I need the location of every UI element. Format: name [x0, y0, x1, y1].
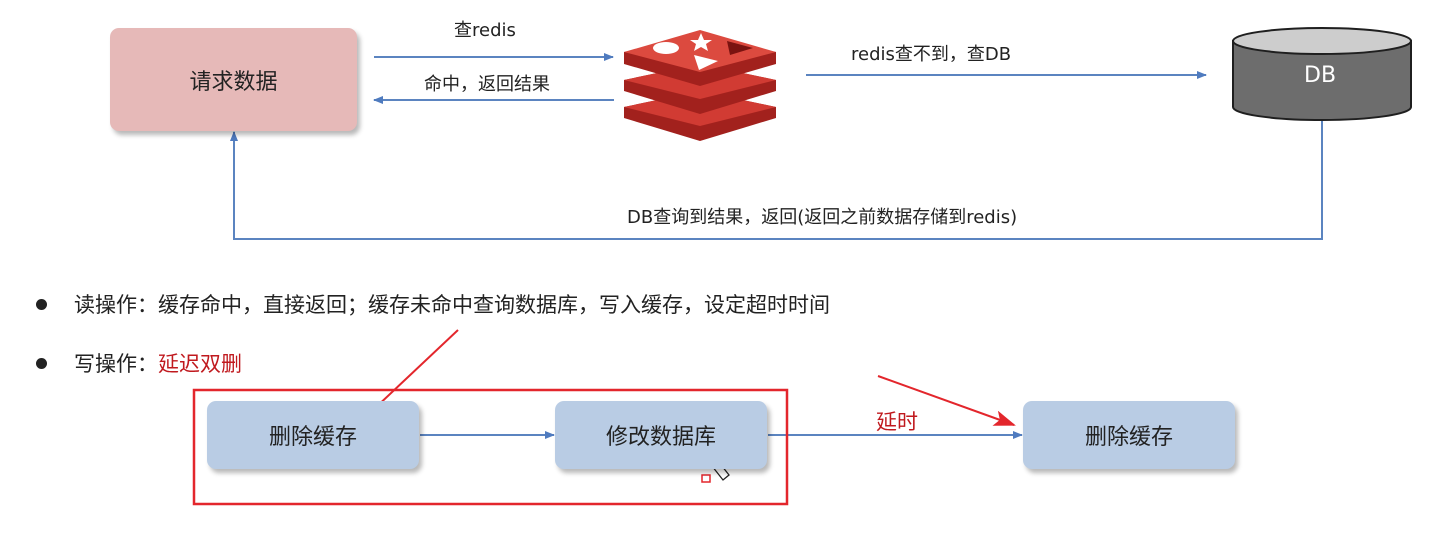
delete-cache-step-2: 删除缓存: [1023, 401, 1235, 469]
small-square-mark: [701, 474, 711, 483]
read-operation-prefix: 读操作：: [74, 293, 158, 317]
request-data-box: 请求数据: [110, 28, 357, 131]
highlight-rectangle: [192, 388, 789, 506]
modify-database-step: 修改数据库: [555, 401, 767, 469]
hit-return-label: 命中，返回结果: [424, 74, 550, 95]
database-icon: [1232, 27, 1412, 121]
request-data-label: 请求数据: [189, 69, 278, 95]
db-label: DB: [1304, 63, 1337, 88]
write-operation-highlight: 延迟双删: [158, 352, 242, 376]
read-operation-bullet: 读操作：缓存命中，直接返回；缓存未命中查询数据库，写入缓存，设定超时时间: [36, 289, 830, 319]
redis-miss-label: redis查不到，查DB: [851, 44, 1012, 65]
query-redis-label: 查redis: [454, 20, 516, 41]
modify-database-label: 修改数据库: [605, 425, 716, 450]
delete-cache-step-1: 删除缓存: [207, 401, 419, 469]
delete-cache-label-2: 删除缓存: [1084, 425, 1173, 450]
bullet-dot: [36, 357, 47, 369]
read-operation-text: 缓存命中，直接返回；缓存未命中查询数据库，写入缓存，设定超时时间: [158, 293, 830, 317]
write-operation-bullet: 写操作：延迟双删: [36, 348, 242, 378]
delete-cache-label-1: 删除缓存: [268, 425, 357, 450]
db-return-label: DB查询到结果，返回(返回之前数据存储到redis): [627, 207, 1018, 228]
delay-label: 延时: [876, 410, 918, 434]
annotation-arrow-2: [877, 375, 1016, 426]
bullet-dot: [36, 298, 47, 310]
db-return-arrow: [230, 110, 1323, 240]
redis-logo-icon: [624, 30, 776, 141]
write-operation-prefix: 写操作：: [74, 352, 158, 376]
